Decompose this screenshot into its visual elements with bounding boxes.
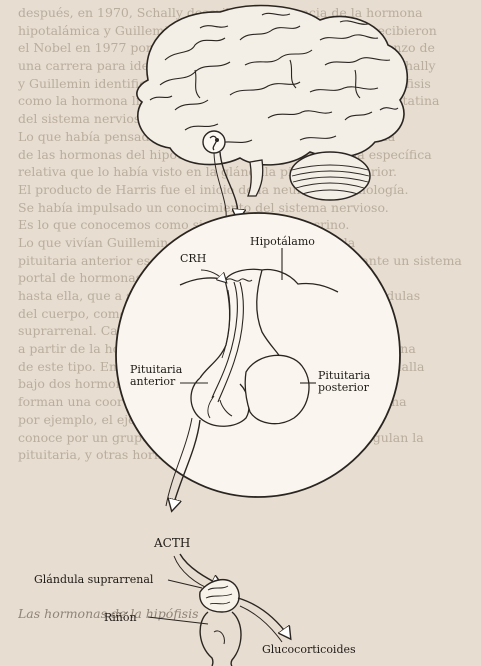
label-anterior-pituitary-line2: anterior <box>130 376 182 388</box>
label-hypothalamus: Hipotálamo <box>250 236 315 248</box>
adrenal-kidney-illustration <box>200 580 241 666</box>
brain-illustration <box>137 6 407 200</box>
label-kidney: Riñón <box>104 612 137 624</box>
glucocorticoids-arrow <box>238 598 290 638</box>
magnified-view-circle <box>116 213 400 497</box>
label-posterior-pituitary: Pituitaria posterior <box>318 370 370 394</box>
label-acth: ACTH <box>154 537 190 549</box>
label-anterior-pituitary: Pituitaria anterior <box>130 364 182 388</box>
cerebellum <box>290 152 370 200</box>
label-glucocorticoids: Glucocorticoides <box>262 644 356 656</box>
label-adrenal-gland: Glándula suprarrenal <box>34 574 153 586</box>
label-crh: CRH <box>180 253 206 265</box>
hypothalamus-inset-marker <box>203 131 225 153</box>
label-posterior-pituitary-line2: posterior <box>318 382 370 394</box>
